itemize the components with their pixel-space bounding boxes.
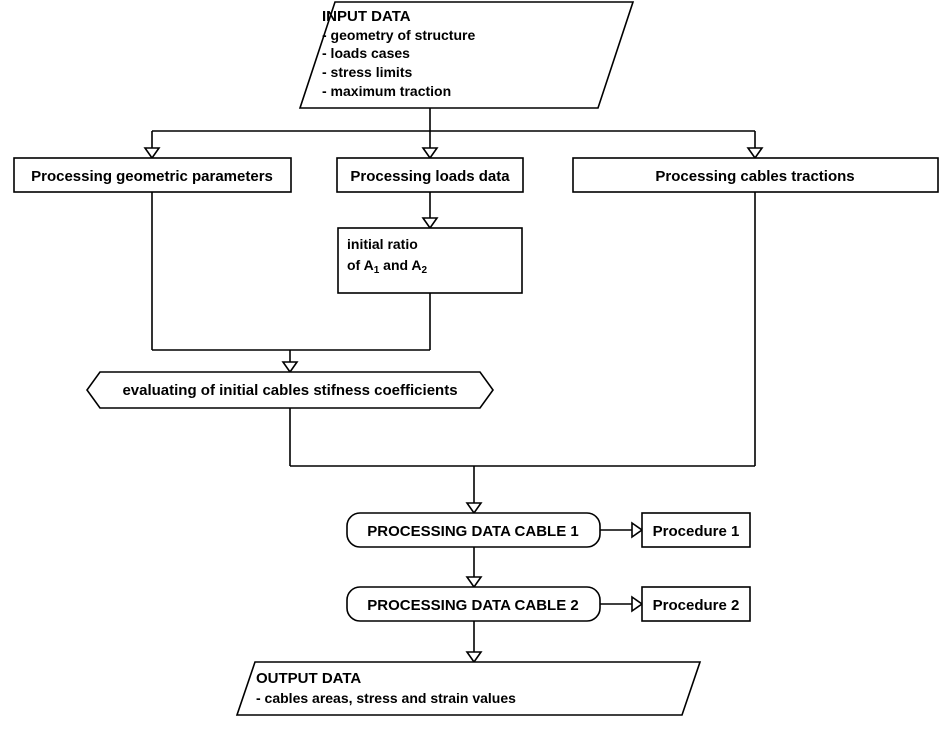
output-item-areas: - cables areas, stress and strain values — [256, 690, 516, 706]
arrow-to-tractions-icon — [746, 147, 764, 160]
cable1-label: PROCESSING DATA CABLE 1 — [367, 523, 578, 540]
evaluating-block: evaluating of initial cables stifness co… — [86, 371, 494, 409]
processing-loads-label: Processing loads data — [350, 168, 510, 185]
cable1-connectors — [289, 192, 756, 515]
cable2-label: PROCESSING DATA CABLE 2 — [367, 597, 578, 614]
processing-loads-block: Processing loads data — [336, 157, 524, 193]
input-connectors — [143, 108, 764, 160]
evaluating-hexagon — [86, 371, 494, 409]
evaluating-label: evaluating of initial cables stifness co… — [122, 382, 457, 399]
processing-geometric-box — [13, 157, 292, 193]
arrow-to-procedure1-icon — [631, 521, 644, 539]
input-item-traction: - maximum traction — [322, 83, 451, 99]
input-data-parallelogram — [298, 1, 635, 109]
arrow-to-ratio-icon — [421, 217, 439, 230]
arrow-to-evaluating-icon — [281, 361, 299, 374]
arrow-to-cable1-icon — [465, 502, 483, 515]
input-data-block: INPUT DATA - geometry of structure - loa… — [298, 1, 635, 109]
input-item-stress: - stress limits — [322, 64, 412, 80]
arrow-to-cable2-icon — [465, 576, 483, 589]
procedure1-label: Procedure 1 — [653, 523, 740, 540]
initial-ratio-line1: initial ratio — [347, 236, 418, 252]
procedure2-label: Procedure 2 — [653, 597, 740, 614]
processing-tractions-block: Processing cables tractions — [572, 157, 939, 193]
arrow-to-output-icon — [465, 651, 483, 664]
input-item-geometry: - geometry of structure — [322, 27, 475, 43]
output-data-parallelogram — [235, 661, 702, 716]
output-data-block: OUTPUT DATA - cables areas, stress and s… — [235, 661, 702, 716]
initial-ratio-line2: of A1 and A2 — [347, 257, 428, 276]
output-data-title: OUTPUT DATA — [256, 670, 361, 687]
initial-ratio-block: initial ratio of A1 and A2 — [337, 227, 523, 294]
arrow-to-loads-icon — [421, 147, 439, 160]
processing-tractions-box — [572, 157, 939, 193]
input-data-title: INPUT DATA — [322, 8, 411, 25]
processing-geometric-label: Processing geometric parameters — [31, 168, 273, 185]
cable2-block: PROCESSING DATA CABLE 2 Procedure 2 — [346, 586, 751, 622]
arrow-to-procedure2-icon — [631, 595, 644, 613]
procedure2-box — [641, 586, 751, 622]
processing-geometric-block: Processing geometric parameters — [13, 157, 292, 193]
initial-ratio-box — [337, 227, 523, 294]
input-item-loads: - loads cases — [322, 45, 410, 61]
cable1-block: PROCESSING DATA CABLE 1 Procedure 1 — [346, 512, 751, 548]
processing-tractions-label: Processing cables tractions — [655, 168, 854, 185]
procedure1-box — [641, 512, 751, 548]
arrow-to-geometric-icon — [143, 147, 161, 160]
processing-loads-box — [336, 157, 524, 193]
evaluating-connectors — [151, 192, 431, 374]
